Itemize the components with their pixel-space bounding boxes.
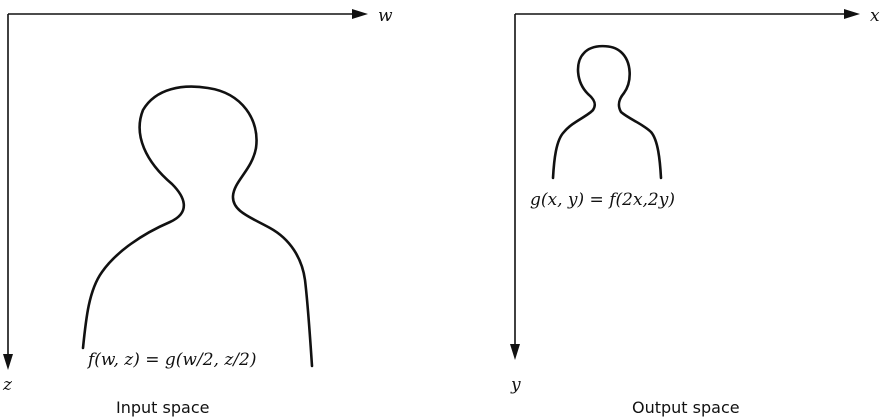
input-z-axis-arrow-icon [3, 354, 13, 370]
input-w-axis-label: w [378, 6, 393, 26]
input-z-axis-label: z [2, 375, 13, 395]
output-x-axis-arrow-icon [844, 9, 860, 19]
output-space-panel: x y g(x, y) = f(2x,2y) Output space [510, 6, 880, 417]
output-caption: Output space [632, 398, 740, 417]
output-y-axis-label: y [510, 375, 521, 395]
output-y-axis-arrow-icon [510, 344, 520, 360]
input-silhouette [83, 87, 312, 366]
output-x-axis-label: x [870, 6, 880, 26]
input-w-axis-arrow-icon [352, 9, 368, 19]
input-caption: Input space [116, 398, 209, 417]
input-formula: f(w, z) = g(w/2, z/2) [86, 350, 256, 370]
output-formula: g(x, y) = f(2x,2y) [530, 190, 675, 210]
output-silhouette [553, 46, 661, 178]
input-space-panel: w z f(w, z) = g(w/2, z/2) Input space [2, 6, 393, 417]
